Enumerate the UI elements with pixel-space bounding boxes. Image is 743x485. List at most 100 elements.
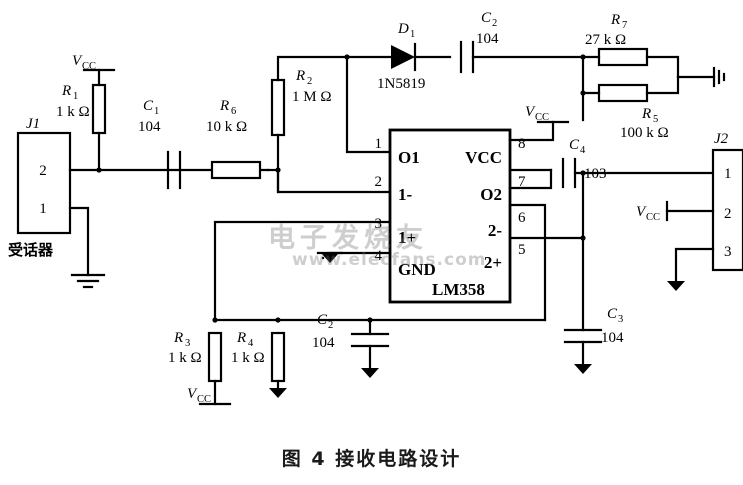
ic-pin-number-3: 3 (375, 216, 383, 232)
cap-c4-ref: C (569, 137, 580, 153)
cap-c1-value: 104 (138, 119, 161, 135)
ic-lm358-body (388, 128, 512, 304)
junction-rnet-mid (580, 90, 586, 96)
junction-rnet-top (580, 54, 586, 60)
resistor-r4-value: 1 k Ω (231, 350, 265, 366)
ic-pin-label-o1: O1 (398, 148, 420, 167)
ic-pin-number-1: 1 (375, 136, 383, 152)
cap-c4-sub: 4 (580, 145, 586, 156)
ic-pin-number-2: 2 (375, 174, 383, 190)
resistor-r1-value: 1 k Ω (56, 104, 90, 120)
ic-pin-number-6: 6 (518, 210, 526, 226)
resistor-r2-sub: 2 (307, 76, 312, 87)
resistor-r2-ref: R (295, 68, 305, 84)
wire-r2-bottom-to-pin2 (276, 133, 392, 194)
vcc-label-r3: V (187, 386, 198, 402)
resistor-r1-ref: R (61, 83, 71, 99)
resistor-r5-ref: R (641, 106, 651, 122)
wire-pin1-o1-to-rail (345, 55, 392, 154)
wire-pin8-to-vcc (508, 120, 555, 142)
resistor-r1-sub: 1 (73, 91, 78, 102)
vcc-label-r1-sub: CC (82, 61, 96, 72)
junction-bias-left (212, 317, 218, 323)
resistor-r2-body (270, 78, 286, 137)
resistor-r6-ref: R (219, 98, 229, 114)
resistor-r3-sub: 3 (185, 338, 190, 349)
ic-pin-number-5: 5 (518, 242, 526, 258)
vcc-label-r3-sub: CC (197, 394, 211, 405)
resistor-r6-value: 10 k Ω (206, 119, 247, 135)
gnd-j2-triangle (667, 281, 685, 291)
wire-r2-top-rail (276, 55, 392, 82)
ic-pin-label-vcc: VCC (465, 148, 502, 167)
cap-c1-sub: 1 (154, 106, 159, 117)
vcc-label-j2: V (636, 204, 647, 220)
resistor-r5-body (597, 83, 649, 103)
gnd-r4-triangle (269, 388, 287, 398)
diode-d1-value: 1N5819 (377, 76, 425, 92)
wire-j2-pin3-to-gnd (674, 247, 715, 287)
resistor-r6-sub: 6 (231, 106, 236, 117)
connector-j1-pin-2: 2 (39, 163, 47, 179)
cap-c2top-sub: 2 (492, 18, 497, 29)
cap-c4-value: 103 (584, 166, 607, 182)
diode-d1-triangle (391, 45, 415, 69)
resistor-r4-ref: R (236, 330, 246, 346)
ic-pin-label-o2: O2 (480, 185, 502, 204)
ic-pin-number-8: 8 (518, 136, 526, 152)
cap-c3-ref: C (607, 306, 618, 322)
gnd-c2bottom-triangle (361, 368, 379, 378)
cap-c1-ref: C (143, 98, 154, 114)
diode-d1-ref: D (397, 21, 409, 37)
junction-r2-inv-input (275, 167, 281, 173)
resistor-r7-ref: R (610, 12, 620, 28)
gnd-c3-triangle (574, 364, 592, 374)
junction-pin5-node (580, 235, 586, 241)
connector-j1-caption: 受话器 (8, 241, 54, 259)
junction-r1-signal (96, 167, 102, 173)
ic-pin-number-4: 4 (375, 248, 383, 264)
vcc-label-j2-sub: CC (646, 212, 660, 223)
ic-pin-label-1minus: 1- (398, 185, 413, 204)
wire-c4-loop-to-pin6 (508, 168, 553, 190)
vcc-label-pin8-sub: CC (535, 112, 549, 123)
junction-bias-r4 (275, 317, 281, 323)
wire-r5-right-up (645, 75, 680, 95)
connector-j1-body (16, 131, 72, 235)
cap-c2bottom-ref: C (317, 312, 328, 328)
connector-j1-pin-1: 1 (39, 201, 47, 217)
resistor-r3-ref: R (173, 330, 183, 346)
wire-pin3-to-bias (213, 220, 392, 322)
cap-c3-value: 104 (601, 330, 624, 346)
ic-part-number: LM358 (432, 280, 485, 299)
resistor-r7-body (597, 47, 649, 67)
ic-pin-label-gnd: GND (398, 260, 436, 279)
resistor-r7-value: 27 k Ω (585, 32, 626, 48)
ic-pin-label-2plus: 2+ (484, 253, 502, 272)
cap-c3-sub: 3 (618, 314, 623, 325)
wire-r7-right-down (645, 55, 680, 79)
ic-pin-number-7: 7 (518, 174, 526, 190)
connector-j2-ref: J2 (714, 131, 729, 147)
resistor-r5-value: 100 k Ω (620, 125, 669, 141)
cap-c2bottom-value: 104 (312, 335, 335, 351)
vcc-label-pin8: V (525, 104, 536, 120)
wire-j1-pin1-to-gnd (68, 206, 90, 277)
resistor-r1-body (91, 83, 107, 135)
ic-pin-label-2minus: 2- (488, 221, 503, 240)
connector-j2-pin-2: 2 (724, 206, 732, 222)
connector-j2-pin-1: 1 (724, 166, 732, 182)
connector-j1-ref: J1 (26, 116, 40, 132)
resistor-r7-sub: 7 (622, 20, 627, 31)
resistor-r3-value: 1 k Ω (168, 350, 202, 366)
cap-c2top-ref: C (481, 10, 492, 26)
figure-caption: 图 4 接收电路设计 (281, 448, 462, 470)
gnd-pin4-triangle (322, 254, 338, 263)
diode-d1-sub: 1 (410, 29, 415, 40)
junction-o1-rail (344, 54, 350, 60)
resistor-r2-value: 1 M Ω (292, 89, 332, 105)
wire-pin6-to-bottom-rail (508, 203, 547, 322)
cap-c2bottom-sub: 2 (328, 320, 333, 331)
